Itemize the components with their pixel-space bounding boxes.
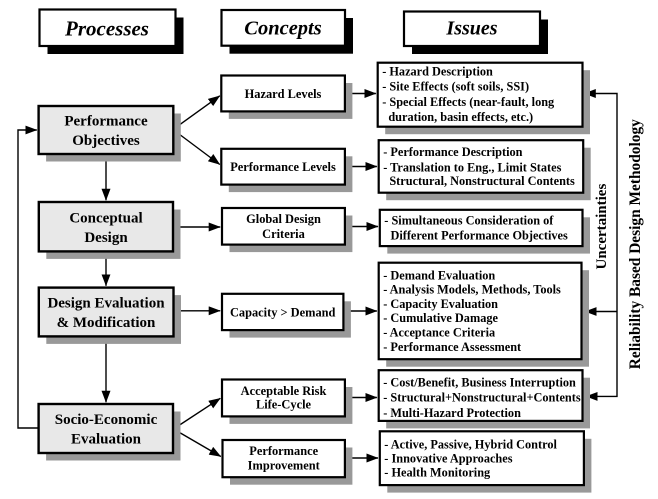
svg-text:Objectives: Objectives	[72, 133, 140, 149]
svg-text:Conceptual: Conceptual	[69, 210, 142, 226]
svg-text:Design Evaluation: Design Evaluation	[47, 296, 165, 312]
svg-text:- Capacity Evaluation: - Capacity Evaluation	[383, 297, 498, 311]
svg-text:Issues: Issues	[445, 18, 497, 40]
svg-text:- Hazard Description: - Hazard Description	[382, 64, 493, 78]
svg-text:Reliability Based Design Metho: Reliability Based Design Methodology	[627, 119, 644, 369]
svg-text:- Simultaneous Consideration o: - Simultaneous Consideration of	[384, 213, 554, 227]
svg-text:Concepts: Concepts	[244, 18, 321, 40]
svg-text:- Active, Passive, Hybrid Cont: - Active, Passive, Hybrid Control	[384, 438, 557, 452]
svg-text:Performance: Performance	[249, 444, 318, 458]
svg-text:- Translation to Eng., Limit S: - Translation to Eng., Limit States	[383, 160, 561, 174]
svg-text:Socio-Economic: Socio-Economic	[55, 412, 158, 428]
svg-text:- Demand Evaluation: - Demand Evaluation	[383, 268, 495, 282]
svg-text:Life-Cycle: Life-Cycle	[256, 398, 312, 412]
svg-text:Acceptable Risk: Acceptable Risk	[241, 384, 327, 398]
svg-text:- Site Effects (soft soils, SS: - Site Effects (soft soils, SSI)	[382, 80, 529, 94]
svg-text:Different Performance Objectiv: Different Performance Objectives	[384, 228, 568, 242]
svg-text:- Performance Description: - Performance Description	[383, 145, 522, 159]
svg-text:& Modification: & Modification	[57, 315, 156, 331]
svg-text:- Multi-Hazard Protection: - Multi-Hazard Protection	[383, 406, 521, 420]
svg-text:- Acceptance Criteria: - Acceptance Criteria	[383, 326, 495, 340]
svg-text:- Health Monitoring: - Health Monitoring	[384, 466, 491, 480]
svg-text:- Performance Assessment: - Performance Assessment	[383, 340, 522, 354]
svg-text:Evaluation: Evaluation	[71, 432, 142, 448]
svg-text:Processes: Processes	[64, 16, 149, 40]
svg-text:- Special Effects (near-fault,: - Special Effects (near-fault, long	[382, 95, 555, 109]
svg-text:Performance: Performance	[64, 114, 148, 130]
svg-text:- Cumulative Damage: - Cumulative Damage	[383, 311, 498, 325]
svg-text:- Cost/Benefit, Business Inter: - Cost/Benefit, Business Interruption	[383, 376, 576, 390]
svg-text:- Structural+Nonstructural+Con: - Structural+Nonstructural+Contents	[383, 391, 581, 405]
svg-text:Design: Design	[84, 230, 128, 246]
svg-text:- Innovative Approaches: - Innovative Approaches	[384, 452, 512, 466]
svg-text:Performance Levels: Performance Levels	[230, 160, 336, 174]
svg-text:- Analysis Models, Methods, To: - Analysis Models, Methods, Tools	[383, 283, 561, 297]
svg-text:Capacity > Demand: Capacity > Demand	[230, 305, 336, 319]
svg-text:Structural, Nonstructural Cont: Structural, Nonstructural Contents	[383, 174, 575, 188]
svg-text:Global Design: Global Design	[246, 212, 321, 226]
svg-text:Criteria: Criteria	[262, 227, 305, 241]
svg-text:Improvement: Improvement	[248, 458, 321, 472]
svg-text:Uncertainties: Uncertainties	[594, 184, 610, 270]
svg-text:Hazard Levels: Hazard Levels	[245, 87, 322, 101]
svg-text:duration, basin effects, etc.): duration, basin effects, etc.)	[382, 110, 533, 124]
